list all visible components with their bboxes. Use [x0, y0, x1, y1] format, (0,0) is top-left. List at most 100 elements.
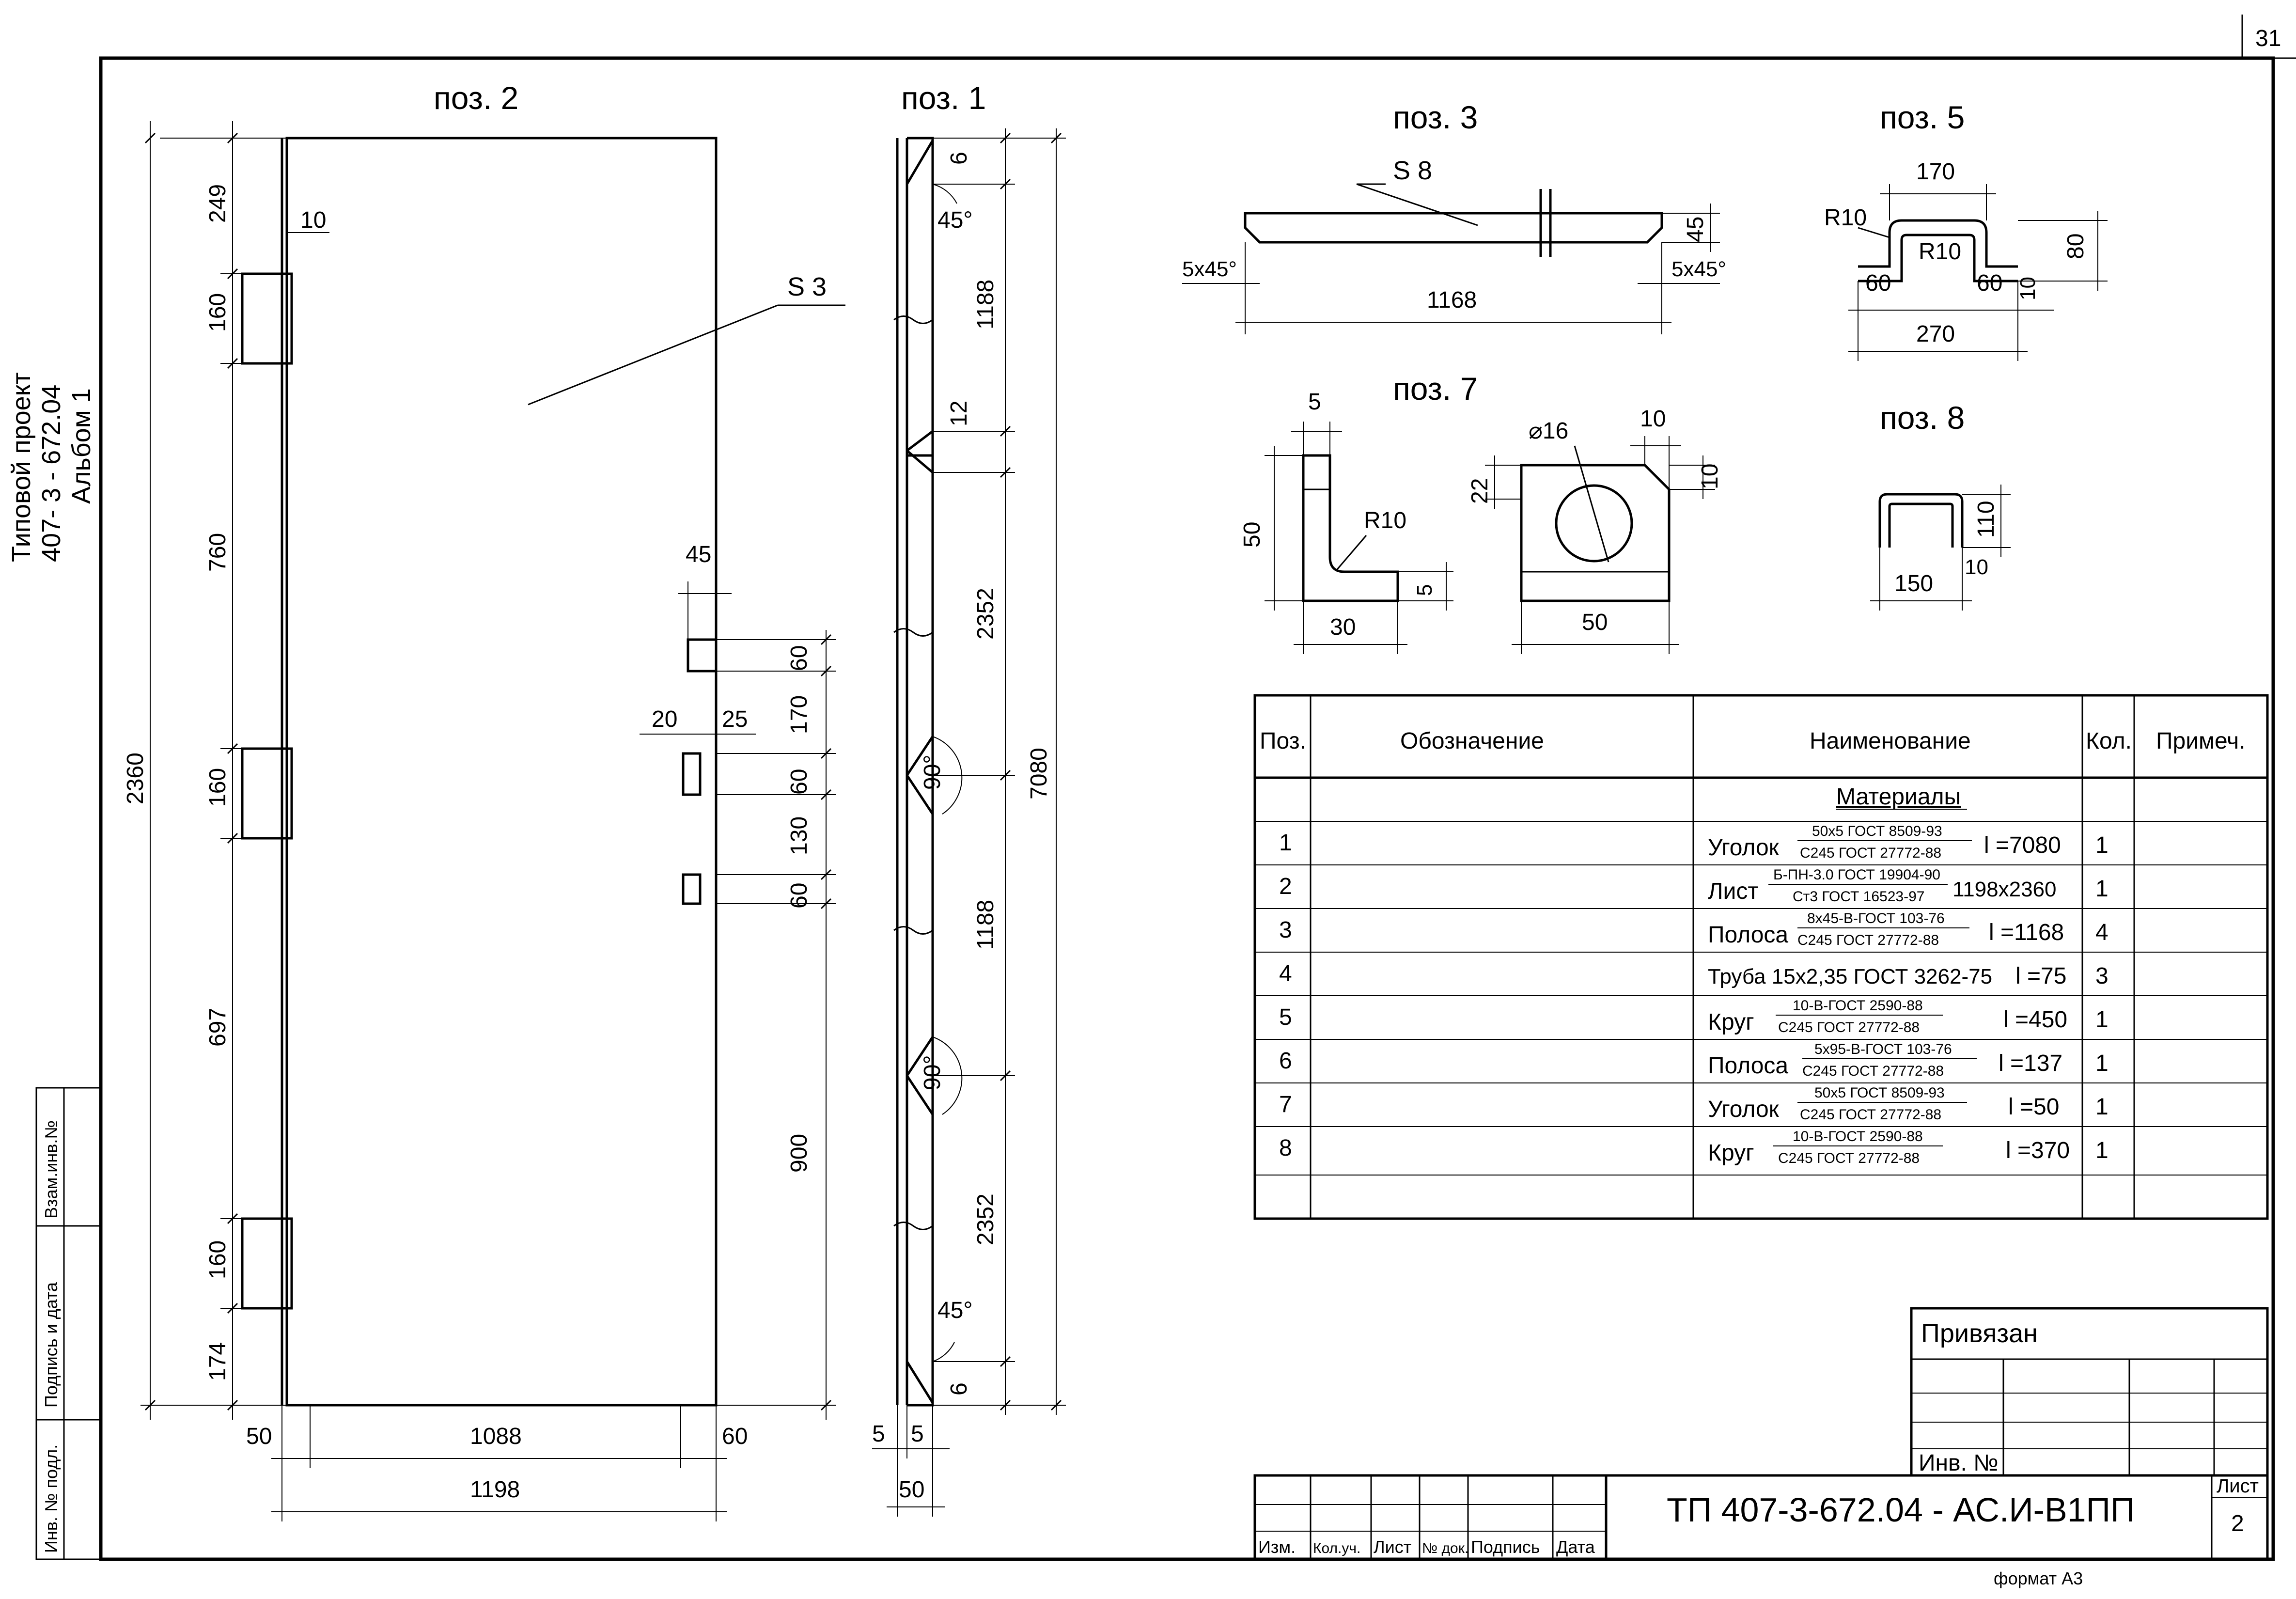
pos2-dim-20: 20	[652, 706, 677, 732]
pos1-angle-90b: 90°	[920, 1055, 945, 1090]
side-label-2: 407- 3 - 672.04	[37, 385, 66, 562]
pos8-title: поз. 8	[1880, 400, 1965, 436]
pos2-dim-160c: 160	[205, 1240, 231, 1279]
spec-qty: 4	[2095, 920, 2109, 945]
inv-no-label: Инв. №	[1919, 1450, 1999, 1476]
spec-pos: 1	[1279, 830, 1292, 856]
spec-qty: 3	[2095, 963, 2109, 989]
pos1-title: поз. 1	[901, 80, 986, 116]
spec-header-designation: Обозначение	[1400, 728, 1544, 754]
pos1-angle-45a: 45°	[937, 207, 973, 233]
spec-den: С245 ГОСТ 27772-88	[1778, 1019, 1920, 1035]
spec-qty: 1	[2095, 1138, 2109, 1163]
pos7-title: поз. 7	[1393, 371, 1478, 407]
col-list: Лист	[1374, 1537, 1411, 1557]
pos1-dim-6a: 6	[946, 152, 972, 165]
spec-pos: 2	[1279, 874, 1292, 899]
spec-row: 2 Лист Б-ПН-3.0 ГОСТ 19904-90 Ст3 ГОСТ 1…	[1279, 867, 2109, 905]
side-label-3: Альбом 1	[67, 388, 96, 504]
spec-header-name: Наименование	[1810, 728, 1971, 754]
spec-num: 8x45-В-ГОСТ 103-76	[1807, 910, 1945, 926]
stamp-inv: Инв. № подл.	[41, 1444, 61, 1553]
spec-row: 5 Круг 10-В-ГОСТ 2590-88 С245 ГОСТ 27772…	[1279, 998, 2109, 1035]
pos5-title: поз. 5	[1880, 99, 1965, 135]
pos5-dim-170: 170	[1916, 159, 1955, 185]
spec-name: Труба 15x2,35 ГОСТ 3262-75	[1708, 965, 1992, 988]
spec-pos: 5	[1279, 1004, 1292, 1030]
sheet-frame: 31	[99, 15, 2296, 1561]
pos2-dim-760: 760	[205, 533, 231, 572]
spec-pos: 3	[1279, 917, 1292, 943]
privyazan-label: Привязан	[1921, 1319, 2038, 1348]
pos3-dim-1168: 1168	[1427, 287, 1477, 313]
spec-name: Уголок	[1708, 1097, 1780, 1122]
pos1-dim-2352a: 2352	[973, 588, 999, 640]
spec-den: С245 ГОСТ 27772-88	[1797, 932, 1939, 948]
col-kolich: Кол.уч.	[1313, 1540, 1360, 1556]
pos5-r1: R10	[1824, 205, 1867, 231]
pos7-view: поз. 7 5 50 R10 5 30 ⌀16 10 10	[1239, 371, 1723, 654]
pos8-dim-110: 110	[1973, 501, 1999, 538]
pos2-dim-10: 10	[300, 207, 326, 233]
spec-num: 10-В-ГОСТ 2590-88	[1793, 1129, 1923, 1144]
spec-name: Полоса	[1708, 1053, 1788, 1079]
spec-len: 1198x2360	[1952, 878, 2057, 901]
pos5-dim-60a: 60	[1865, 270, 1891, 296]
pos1-dim-1188a: 1188	[973, 280, 999, 329]
stamp-podpis: Подпись и дата	[41, 1282, 61, 1408]
pos2-dim-697: 697	[205, 1008, 231, 1047]
spec-qty: 1	[2095, 1007, 2109, 1033]
pos2-dim-50: 50	[246, 1424, 272, 1449]
pos5-dim-270: 270	[1916, 321, 1955, 347]
project-side-label: Типовой проект 407- 3 - 672.04 Альбом 1	[7, 372, 96, 562]
pos2-dim-60c: 60	[786, 883, 812, 909]
pos1-dim-1188b: 1188	[973, 900, 999, 950]
drawing-code: ТП 407-3-672.04 - АС.И-В1ПП	[1667, 1491, 2135, 1529]
spec-row: 1 Уголок 50x5 ГОСТ 8509-93 С245 ГОСТ 277…	[1279, 823, 2109, 861]
spec-row: 3 Полоса 8x45-В-ГОСТ 103-76 С245 ГОСТ 27…	[1279, 910, 2109, 948]
pos2-dim-130: 130	[786, 816, 812, 855]
pos3-chamfer-right: 5x45°	[1671, 257, 1726, 281]
pos8-view: поз. 8 110 10 150	[1870, 400, 2011, 611]
spec-pos: 7	[1279, 1092, 1292, 1117]
pos7-dim-10a: 10	[1640, 406, 1666, 432]
sheet-number: 31	[2255, 26, 2281, 51]
pos1-angle-45b: 45°	[937, 1298, 973, 1323]
pos2-dim-2360: 2360	[123, 752, 148, 804]
pos5-view: поз. 5 170 R10 R10 60 60 10 80 270	[1824, 99, 2108, 361]
list-value: 2	[2231, 1511, 2244, 1536]
spec-pos: 4	[1279, 961, 1292, 987]
pos1-dim-5b: 5	[911, 1421, 924, 1447]
pos2-dim-1088: 1088	[470, 1424, 522, 1449]
pos7-dim-50b: 50	[1582, 610, 1608, 635]
pos1-dim-7080: 7080	[1026, 748, 1052, 800]
spec-num: 10-В-ГОСТ 2590-88	[1793, 998, 1923, 1014]
pos3-view: поз. 3 S 8 1168 5x45° 5x45° 45	[1182, 99, 1726, 334]
pos1-dim-50: 50	[899, 1477, 924, 1503]
pos3-material: S 8	[1393, 156, 1432, 185]
pos2-dim-174: 174	[205, 1342, 231, 1381]
col-ndok: № док.	[1422, 1540, 1468, 1556]
pos1-angle-90a: 90°	[920, 754, 945, 790]
spec-table: Поз. Обозначение Наименование Кол. Приме…	[1253, 694, 2269, 1220]
pos2-dim-1198: 1198	[470, 1477, 520, 1503]
spec-pos: 8	[1279, 1135, 1292, 1161]
spec-header-note: Примеч.	[2156, 728, 2245, 754]
spec-name: Лист	[1708, 878, 1758, 904]
spec-name: Круг	[1708, 1009, 1754, 1035]
spec-len: l =7080	[1984, 832, 2061, 858]
col-podpis: Подпись	[1471, 1537, 1540, 1557]
pos2-material: S 3	[787, 272, 827, 301]
pos1-dim-12: 12	[946, 401, 972, 426]
spec-header-pos: Поз.	[1260, 728, 1306, 754]
pos7-dim-50: 50	[1239, 522, 1265, 548]
spec-row: 4 Труба 15x2,35 ГОСТ 3262-75 l =75 3	[1279, 961, 2109, 989]
pos5-r2: R10	[1919, 239, 1961, 265]
pos8-dim-150: 150	[1894, 571, 1933, 596]
spec-section: Материалы	[1836, 784, 1961, 810]
spec-len: l =137	[1999, 1050, 2062, 1076]
pos7-dim-10b: 10	[1697, 464, 1723, 489]
pos7-dia: ⌀16	[1529, 418, 1568, 444]
spec-header-qty: Кол.	[2086, 728, 2132, 754]
